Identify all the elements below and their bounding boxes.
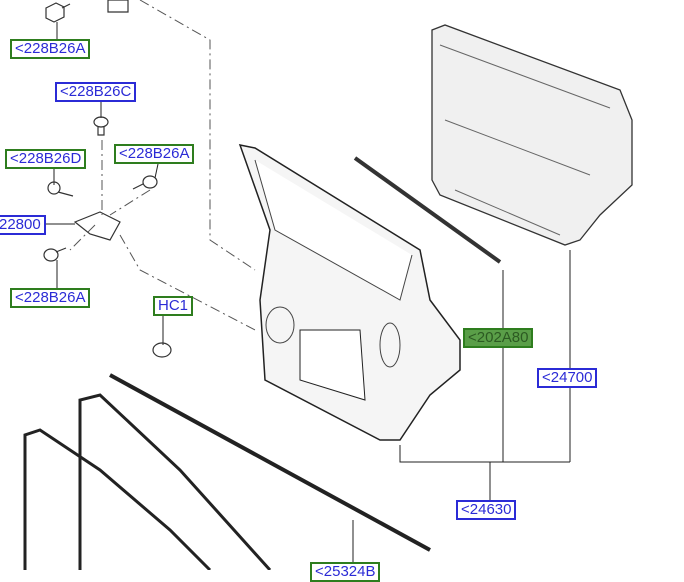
part-label-25324B[interactable]: <25324B (310, 562, 381, 582)
part-label-228B26A-top[interactable]: <228B26A (10, 39, 91, 59)
part-label-228B26D[interactable]: <228B26D (5, 149, 87, 169)
part-label-228B26A-bottom[interactable]: <228B26A (10, 288, 91, 308)
guide-lines (69, 0, 256, 331)
part-label-228B26C[interactable]: <228B26C (55, 82, 137, 102)
part-label-202A80[interactable]: <202A80 (463, 328, 534, 348)
part-label-22800[interactable]: 22800 (0, 215, 46, 235)
door-seal (23, 428, 212, 570)
parts-diagram (23, 0, 633, 570)
door-outer-panel (431, 24, 633, 246)
belt-weatherstrip (353, 156, 502, 264)
bolt-icons (43, 0, 172, 358)
lower-weatherstrip (109, 373, 431, 552)
part-label-HC1[interactable]: HC1 (153, 296, 194, 316)
part-label-24700[interactable]: <24700 (537, 368, 598, 388)
part-label-228B26A-right[interactable]: <228B26A (114, 144, 195, 164)
part-label-24630[interactable]: <24630 (456, 500, 517, 520)
leader-lines (46, 22, 571, 562)
